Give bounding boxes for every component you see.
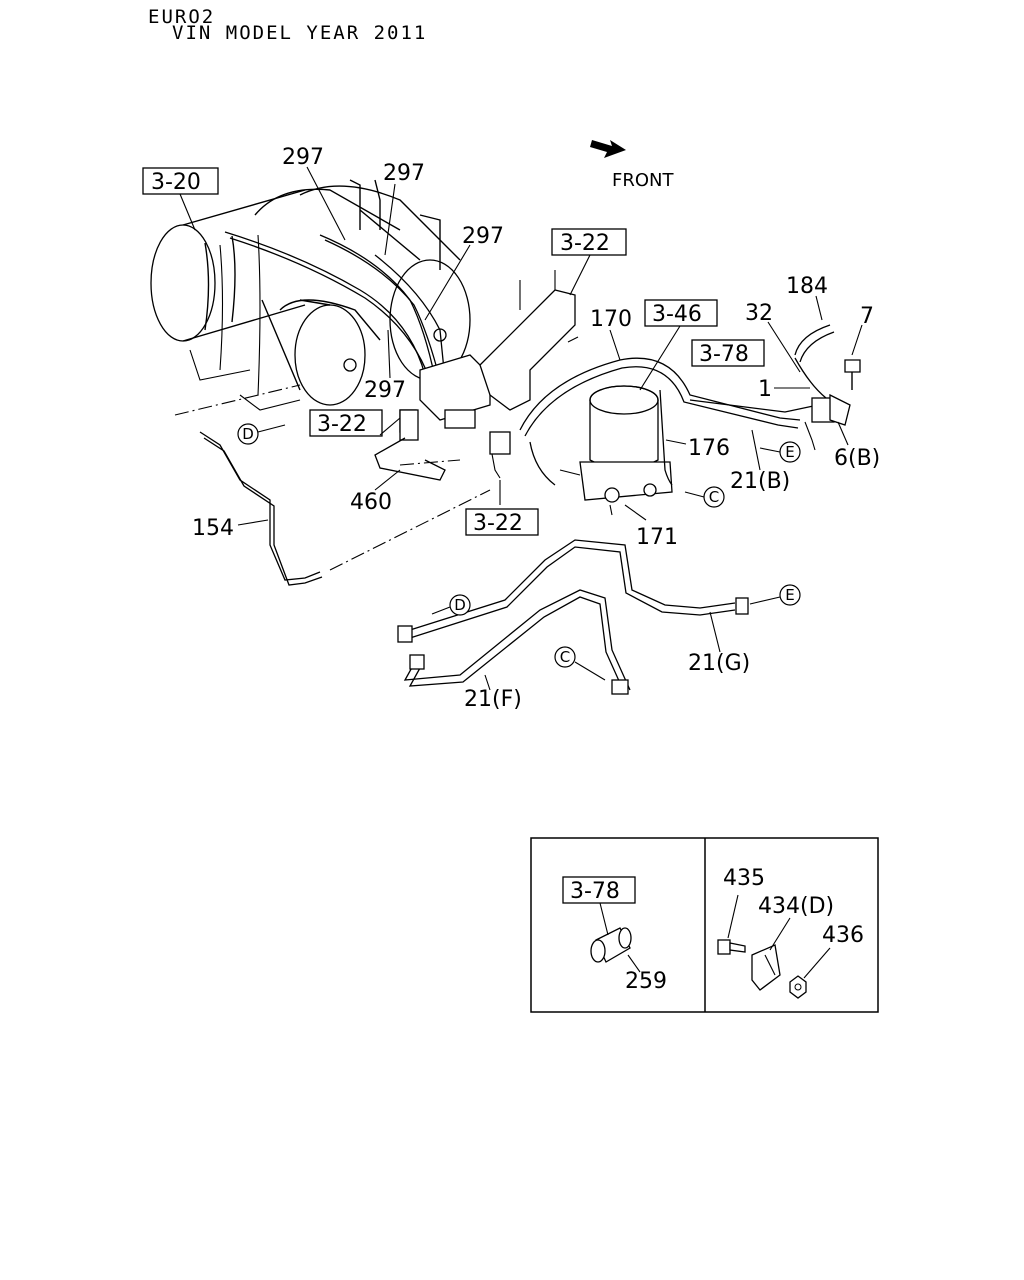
ref-box-3-78: [691, 339, 765, 367]
connector-e-bottom: E: [779, 584, 801, 606]
tank-bracket: [349, 179, 441, 270]
part-label-435: 435: [723, 866, 765, 891]
valve-block: [399, 354, 491, 433]
ref-box-3-46-label: 3-46: [652, 302, 702, 327]
clip-434d: [751, 917, 791, 991]
part-label-259: 259: [625, 969, 667, 994]
nut-436: [789, 947, 831, 999]
connector-e-bottom-label: E: [785, 586, 794, 604]
ref-box-3-22-left: [309, 409, 383, 437]
hose-184: [794, 324, 851, 426]
part-label-297-c: 297: [462, 224, 504, 249]
part-label-176: 176: [688, 436, 730, 461]
part-label-21b: 21(B): [730, 469, 790, 494]
ref-box-3-22-left-label: 3-22: [317, 412, 367, 437]
air-tank-left: [150, 189, 306, 342]
connector-leaders: [257, 424, 781, 681]
valve-component: [489, 431, 511, 479]
connector-e-top-label: E: [785, 443, 794, 461]
leader-lines: [179, 166, 863, 691]
part-label-32: 32: [745, 301, 773, 326]
part-label-154: 154: [192, 516, 234, 541]
part-label-21g: 21(G): [688, 651, 750, 676]
part-label-184: 184: [786, 274, 828, 299]
inset-panel: [530, 837, 879, 1013]
connector-d-bottom: D: [449, 594, 471, 616]
air-tank-middle: [254, 188, 401, 406]
ref-box-3-20: [142, 167, 219, 195]
ref-box-3-20-label: 3-20: [151, 170, 201, 195]
part-label-297-d: 297: [364, 378, 406, 403]
front-label: FRONT: [612, 170, 674, 191]
part-label-1: 1: [758, 377, 772, 402]
ref-box-3-22-top: [551, 228, 627, 256]
part-label-21f: 21(F): [464, 687, 522, 712]
pipe-21f: [403, 589, 631, 695]
pipe-154: [199, 431, 323, 586]
connector-c-top: C: [703, 486, 725, 508]
ref-box-3-78-inset: [562, 876, 636, 904]
pipe-21b: [689, 399, 819, 413]
connector-d-top: D: [237, 423, 259, 445]
pipe-460: [374, 437, 446, 481]
connector-e-top: E: [779, 441, 801, 463]
air-dryer: [559, 385, 673, 516]
bolt-7: [844, 359, 861, 390]
part-label-436: 436: [822, 923, 864, 948]
part-label-434d: 434(D): [758, 894, 834, 919]
part-label-170: 170: [590, 307, 632, 332]
connector-c-bottom-label: C: [560, 648, 570, 666]
connector-part-259: [590, 902, 641, 973]
part-label-6b: 6(B): [834, 446, 880, 471]
pipe-176: [659, 389, 673, 486]
connector-c-bottom: C: [554, 646, 576, 668]
ref-box-3-46: [644, 299, 718, 327]
arrow-front-icon: [590, 140, 626, 158]
pipe-21g: [397, 539, 749, 643]
part-label-460: 460: [350, 490, 392, 515]
ref-box-3-78-inset-label: 3-78: [570, 879, 620, 904]
part-label-297-a: 297: [282, 145, 324, 170]
connector-d-bottom-label: D: [454, 596, 466, 614]
part-label-297-b: 297: [383, 161, 425, 186]
tank-straps: [189, 234, 301, 411]
part-label-171: 171: [636, 525, 678, 550]
connector-d-top-label: D: [242, 425, 254, 443]
ref-box-3-22-bottom-label: 3-22: [473, 511, 523, 536]
connector-c-top-label: C: [709, 488, 719, 506]
leader-dashed-lines: [174, 384, 491, 571]
ref-box-3-78-label: 3-78: [699, 342, 749, 367]
check-valve: [399, 409, 419, 441]
part-label-7: 7: [860, 304, 874, 329]
header-line-1: EURO2: [148, 6, 216, 28]
header-line-2: VIN MODEL YEAR 2011: [172, 22, 428, 44]
mounting-bracket: [479, 270, 576, 411]
air-lines-297: [224, 231, 446, 381]
ref-box-3-22-bottom: [465, 508, 539, 536]
ref-box-3-22-top-label: 3-22: [560, 231, 610, 256]
bolt-435: [717, 894, 746, 955]
